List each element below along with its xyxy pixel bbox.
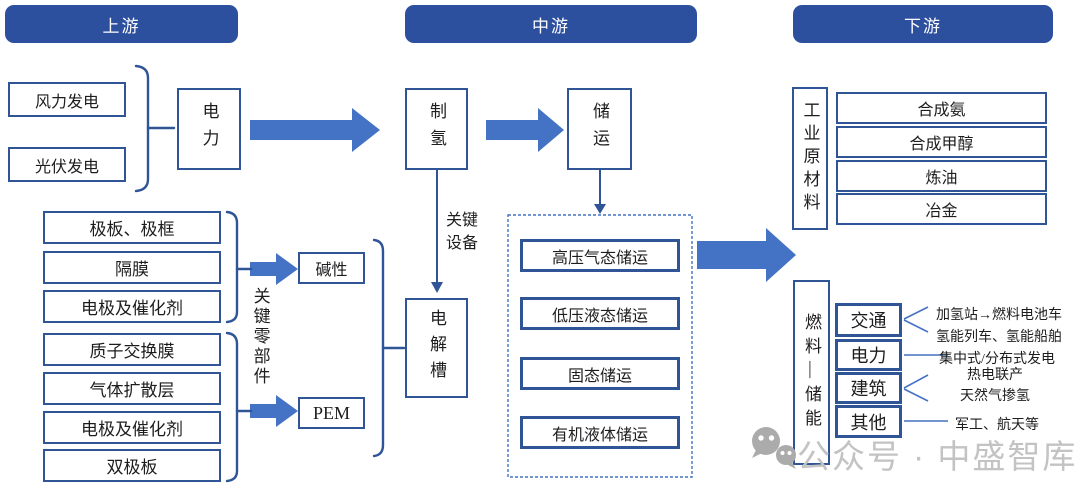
application-connector-lines <box>903 306 948 422</box>
box-component-electrode-catalyst-alk: 电极及催化剂 <box>43 290 221 323</box>
box-component-gas-diffusion-layer: 气体扩散层 <box>43 372 221 405</box>
note-natural-gas-blending: 天然气掺氢 <box>960 389 1030 404</box>
label-key-components: 关键零部件 <box>250 287 270 387</box>
arrow-to-alkaline <box>250 253 298 285</box>
box-high-pressure-gas-storage: 高压气态储运 <box>520 239 680 272</box>
box-component-bipolar-plate: 双极板 <box>43 449 221 482</box>
box-electrolyzer: 电解槽 <box>405 298 468 398</box>
box-fuel-energy-storage: 燃料—储能 <box>793 280 830 465</box>
note-hydrogen-train-ship: 氢能列车、氢能船舶 <box>936 330 1062 345</box>
note-military-aerospace: 军工、航天等 <box>955 418 1039 433</box>
arrow-hydrogen-to-electrolyzer <box>431 170 443 293</box>
arrow-power-to-hydrogen <box>250 108 380 152</box>
box-synthetic-ammonia: 合成氨 <box>836 92 1047 124</box>
arrow-hydrogen-to-storage <box>486 108 564 152</box>
header-midstream: 中游 <box>405 5 697 43</box>
box-component-electrode-catalyst-pem: 电极及催化剂 <box>43 411 221 444</box>
note-hydrogen-station-fuel-cell-vehicle: 加氢站→燃料电池车 <box>936 308 1062 323</box>
box-application-other: 其他 <box>835 405 902 438</box>
box-pem: PEM <box>298 397 365 429</box>
bracket-power-sources <box>134 64 176 193</box>
box-application-building: 建筑 <box>835 372 902 404</box>
label-key-equipment: 关键设备 <box>446 212 479 253</box>
box-industrial-raw-materials: 工业原材料 <box>792 87 828 230</box>
arrow-storage-to-downstream <box>697 228 796 282</box>
box-application-power: 电力 <box>835 339 902 371</box>
box-alkaline: 碱性 <box>298 252 365 284</box>
box-oil-refining: 炼油 <box>836 160 1047 192</box>
note-combined-heat-power: 热电联产 <box>967 368 1023 383</box>
arrow-to-pem <box>250 395 298 427</box>
box-component-diaphragm: 隔膜 <box>43 251 221 284</box>
arrow-storage-to-methods <box>594 170 606 214</box>
box-synthetic-methanol: 合成甲醇 <box>836 126 1047 158</box>
box-organic-liquid-storage: 有机液体储运 <box>520 416 680 449</box>
box-wind-power: 风力发电 <box>8 82 126 117</box>
box-solar-power: 光伏发电 <box>8 147 126 182</box>
wechat-icon <box>752 427 796 469</box>
box-component-proton-exchange-membrane: 质子交换膜 <box>43 333 221 366</box>
box-hydrogen-production: 制氢 <box>405 88 468 170</box>
box-power: 电力 <box>177 88 241 170</box>
bracket-alkaline-components <box>225 210 253 324</box>
storage-methods-dashed-frame <box>507 214 693 478</box>
box-application-transport: 交通 <box>835 303 902 337</box>
header-downstream: 下游 <box>793 5 1053 43</box>
box-storage-transport: 储运 <box>567 88 632 170</box>
box-component-plates-frames: 极板、极框 <box>43 211 221 244</box>
box-solid-state-storage: 固态储运 <box>520 357 680 390</box>
box-low-pressure-liquid-storage: 低压液态储运 <box>520 297 680 330</box>
box-metallurgy: 冶金 <box>836 193 1047 225</box>
bracket-to-electrolyzer <box>372 238 406 458</box>
bracket-pem-components <box>225 331 253 483</box>
note-centralized-distributed-generation: 集中式/分布式发电 <box>939 352 1055 367</box>
header-upstream: 上游 <box>5 5 238 43</box>
watermark-text: 公众号 · 中盛智库 <box>797 438 1078 475</box>
